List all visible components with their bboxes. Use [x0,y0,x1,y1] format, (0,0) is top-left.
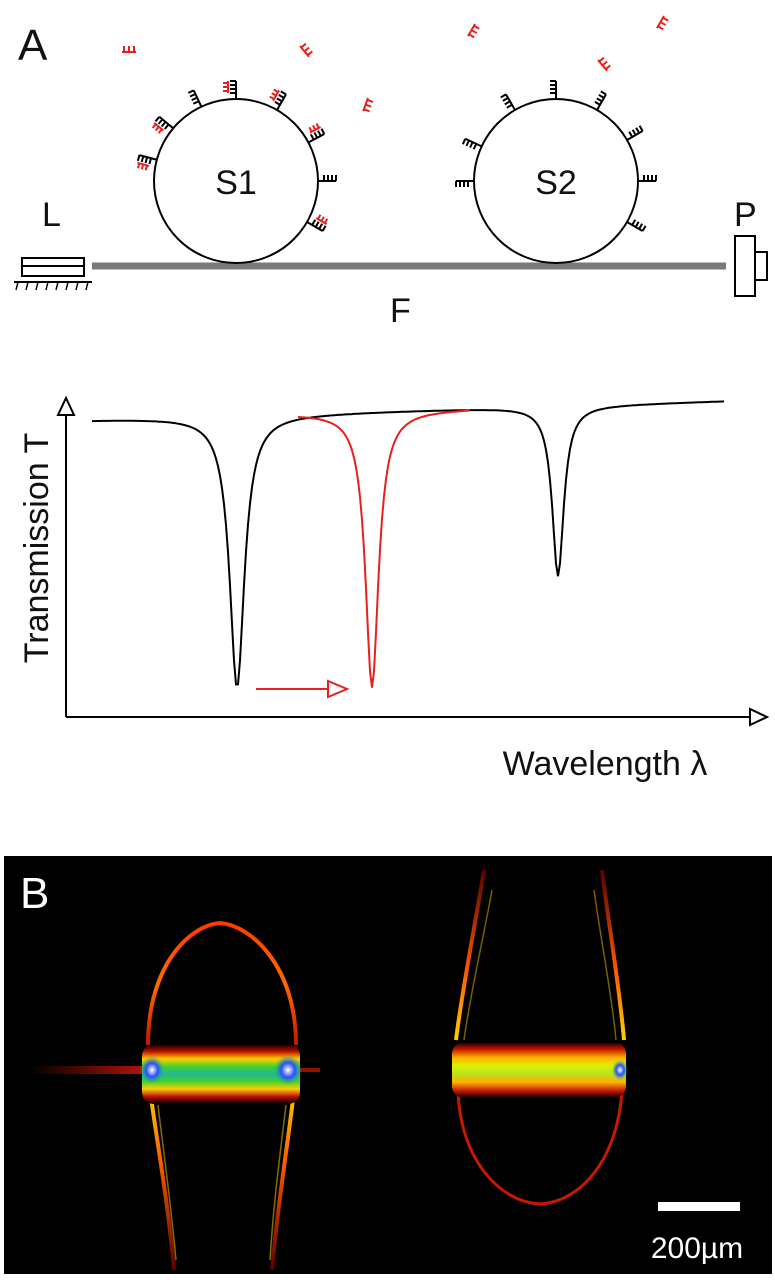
sphere-capture-molecule [500,93,516,111]
bound-sphere-molecule [269,88,287,111]
red-antigen-comb-icon [467,23,480,39]
panel-b: B 200µm [4,856,772,1274]
initial-transmission-trace [92,400,725,686]
panel-a: A F L P S1 S2 [14,15,768,330]
left-mode-hotspot-left [140,1056,164,1084]
sphere-s2-label: S2 [535,164,577,202]
sphere-capture-molecule [550,80,557,99]
beam-left [30,1066,150,1074]
bound-sphere-molecule [151,115,174,134]
left-equatorial-mode [142,1044,300,1104]
left-mode-hotspot-right [274,1055,302,1085]
right-resonator-rim [456,1089,624,1206]
panel-a-label: A [18,21,48,70]
sphere-capture-molecule [626,125,644,141]
scale-bar [658,1202,740,1211]
red-antigen-comb-icon [597,56,611,72]
red-antigen-comb-icon [299,42,313,58]
fluorescence-image [30,869,628,1271]
right-mode-hotspot [612,1060,628,1080]
sphere-s1-label: S1 [215,164,257,202]
arrow-right-icon [256,679,350,699]
sphere-capture-molecule [594,90,607,111]
bound-sphere-molecule [307,123,326,144]
left-resonator-rim [146,920,298,1046]
sphere-capture-molecule [318,175,337,182]
free-analyte-molecules [122,15,669,113]
y-axis-arrowhead [56,395,76,416]
photodetector-icon [734,235,768,297]
detector-label: P [734,196,757,234]
sphere-capture-molecule [638,175,657,182]
bound-sphere-molecule [136,154,158,171]
laser-label: L [42,196,61,234]
shifted-transmission-trace [297,409,471,688]
sphere-capture-molecule [461,137,483,150]
sphere-capture-molecule [626,219,647,232]
red-antigen-comb-icon [122,46,136,53]
bound-sphere-molecule [223,80,237,99]
sphere-capture-molecule [187,89,203,108]
transmission-graph: Transmission T Wavelength λ [18,395,770,783]
laser-source-icon [14,257,92,291]
scale-bar-label: 200µm [651,1232,743,1265]
sphere-capture-molecule [455,180,474,187]
surface-molecules [136,80,657,232]
y-axis-title: Transmission T [18,433,56,664]
fiber-label: F [390,292,411,330]
panel-b-label: B [20,869,49,918]
right-stem-outer [454,869,626,1041]
red-antigen-comb-icon [656,15,669,31]
fluorescence-image-background [4,856,772,1274]
right-equatorial-mode [452,1042,626,1098]
bound-sphere-molecule [306,214,329,232]
left-stem-outer [148,1089,296,1271]
x-axis-arrowhead [749,707,770,727]
red-antigen-comb-icon [362,97,374,113]
x-axis-title: Wavelength λ [503,745,708,783]
